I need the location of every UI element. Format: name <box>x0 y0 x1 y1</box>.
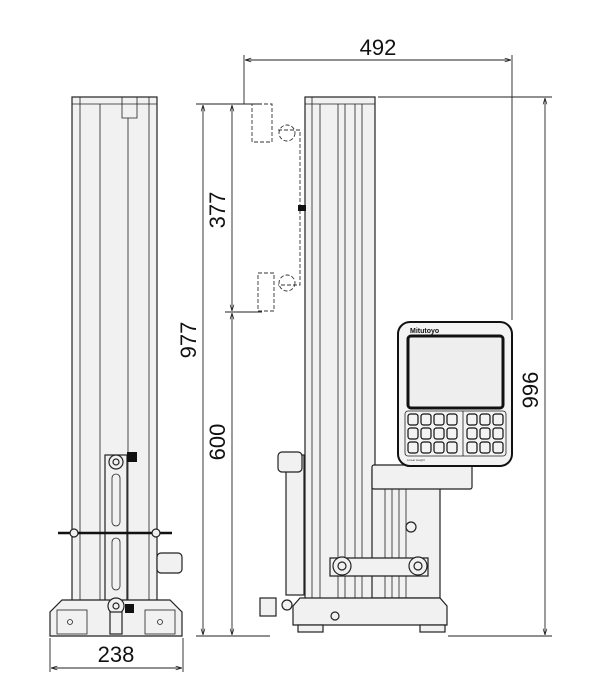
dimension-238: 238 <box>98 642 135 667</box>
side-arm <box>329 557 429 577</box>
keypad-key <box>407 413 419 426</box>
keypad-key <box>466 413 478 426</box>
front-knob <box>156 552 183 574</box>
dimension-996: 996 <box>518 372 543 409</box>
side-slider <box>285 454 305 596</box>
keypad-key <box>446 427 458 440</box>
keypad-key <box>446 441 458 454</box>
keypad-key <box>446 413 458 426</box>
side-column <box>304 96 376 603</box>
dimension-492: 492 <box>360 35 397 60</box>
dimension-977: 977 <box>176 322 201 359</box>
front-view <box>49 96 183 637</box>
keypad-key <box>479 441 491 454</box>
keypad-key <box>466 427 478 440</box>
keypad-key <box>479 413 491 426</box>
keypad-key <box>479 427 491 440</box>
dimension-377: 377 <box>205 192 230 229</box>
lcd-screen <box>406 334 505 410</box>
keypad-key <box>492 441 504 454</box>
keypad-key <box>407 427 419 440</box>
keypad-key <box>492 413 504 426</box>
keypad-key <box>466 441 478 454</box>
brand-logo: Mitutoyo <box>410 328 439 335</box>
model-label: Linear Height <box>407 458 425 462</box>
keypad <box>407 413 504 454</box>
display-unit: Mitutoyo Linear Height <box>397 321 513 467</box>
side-view <box>259 96 473 633</box>
keypad-key <box>433 413 445 426</box>
keypad-key <box>420 427 432 440</box>
keypad-key <box>433 441 445 454</box>
keypad-key <box>420 441 432 454</box>
keypad-key <box>420 413 432 426</box>
side-base <box>292 597 448 626</box>
keypad-key <box>492 427 504 440</box>
keypad-key <box>433 427 445 440</box>
dimension-600: 600 <box>205 424 230 461</box>
keypad-key <box>407 441 419 454</box>
probe-travel-outline <box>251 103 306 312</box>
